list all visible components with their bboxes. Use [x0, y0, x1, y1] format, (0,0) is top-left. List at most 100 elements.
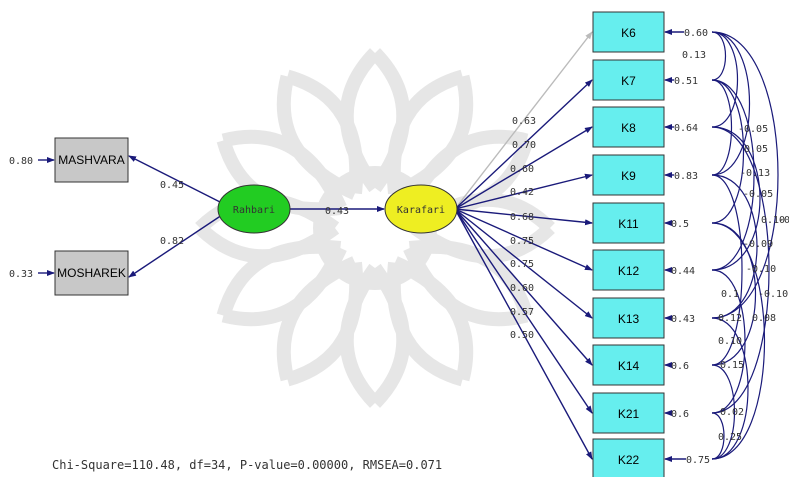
loading-k12: 0.75	[510, 236, 534, 247]
loading-path-k6	[454, 31, 593, 210]
covariance-value: -0.10	[746, 264, 776, 275]
error-k21: 0.6	[671, 409, 689, 420]
latent-karafari-ellipse	[384, 184, 458, 234]
loading-mosharek: 0.82	[160, 236, 184, 247]
indicator-k11-label: K11	[618, 217, 639, 231]
latent-karafari-label: Karafari	[397, 205, 445, 216]
nodes: Rahbari Karafari MASHVARA MOSHAREK K6K7K8K9K…	[54, 11, 665, 477]
error-mashvara: 0.80	[9, 156, 33, 167]
fit-statistics: Chi-Square=110.48, df=34, P-value=0.0000…	[52, 458, 443, 472]
indicator-k6-label: K6	[621, 26, 636, 40]
covariance-arc	[711, 222, 766, 460]
covariance-value: -0.05	[743, 189, 773, 200]
error-k13: 0.43	[671, 314, 695, 325]
indicator-mosharek-box	[54, 250, 129, 296]
indicator-mosharek-label: MOSHAREK	[57, 266, 126, 280]
loading-k9: 0.42	[510, 187, 534, 198]
covariance-value: 0.13	[682, 50, 706, 61]
covariance-value: -0.09	[743, 239, 773, 250]
covariance-arc	[711, 31, 779, 319]
latent-rahbari: Rahbari	[217, 184, 291, 234]
covariance-arc	[711, 364, 735, 460]
indicator-k11-box	[592, 202, 665, 244]
indicator-mashvara-box	[54, 137, 129, 183]
indicator-k14: K14	[592, 344, 665, 386]
error-k11: 0.5	[671, 219, 689, 230]
indicator-k13: K13	[592, 297, 665, 339]
indicator-k21: K21	[592, 392, 665, 434]
covariance-arc	[711, 126, 761, 271]
covariance-arc	[711, 79, 745, 224]
covariance-value: -0.10	[758, 289, 788, 300]
error-mosharek: 0.33	[9, 269, 33, 280]
indicator-k11: K11	[592, 202, 665, 244]
latent-rahbari-label: Rahbari	[233, 205, 275, 216]
covariance-arc	[711, 79, 755, 271]
indicator-k22-box	[592, 438, 665, 477]
covariance-arc	[711, 174, 743, 366]
indicator-k7: K7	[592, 59, 665, 101]
indicator-k14-label: K14	[618, 359, 640, 373]
coefficient-labels: 0.430.800.450.330.820.630.600.700.510.60…	[9, 28, 789, 466]
covariance-value: 0.25	[718, 432, 742, 443]
indicator-k12-box	[592, 249, 665, 291]
error-covariance-arcs	[711, 31, 779, 460]
covariance-arc	[711, 126, 770, 414]
indicator-k9-label: K9	[621, 169, 636, 183]
covariance-arc	[711, 31, 751, 176]
error-k22: 0.75	[686, 455, 710, 466]
loading-k6: 0.63	[512, 116, 536, 127]
loading-k21: 0.57	[510, 307, 534, 318]
covariance-arc	[711, 31, 738, 128]
indicator-k14-box	[592, 344, 665, 386]
loading-path-k12	[454, 208, 593, 271]
loading-path-k7	[454, 79, 593, 210]
covariance-arc	[711, 174, 758, 319]
loading-path-k21	[454, 208, 593, 414]
loading-path-mosharek	[128, 214, 223, 278]
indicator-k6: K6	[592, 11, 665, 53]
loading-k8: 0.60	[510, 164, 534, 175]
loading-k22: 0.50	[510, 330, 534, 341]
indicator-mashvara: MASHVARA	[54, 137, 129, 183]
indicator-k7-box	[592, 59, 665, 101]
error-k8: 0.64	[674, 123, 698, 134]
covariance-arc	[711, 79, 732, 176]
loading-path-mashvara	[128, 155, 223, 204]
covariance-arc	[711, 31, 727, 81]
covariance-arc	[711, 412, 725, 460]
latent-karafari: Karafari	[384, 184, 458, 234]
indicator-k6-box	[592, 11, 665, 53]
covariance-value: -0.13	[740, 168, 770, 179]
error-k6: 0.60	[684, 28, 708, 39]
covariance-value: 0.10	[761, 215, 785, 226]
covariance-value: 0.10	[718, 336, 742, 347]
indicator-k7-label: K7	[621, 74, 636, 88]
structural-coefficient: 0.43	[325, 206, 349, 217]
covariance-value: 0.1	[721, 289, 739, 300]
indicator-k21-box	[592, 392, 665, 434]
covariance-value: 0.12	[718, 313, 742, 324]
indicator-k9: K9	[592, 154, 665, 196]
error-k12: 0.44	[671, 266, 695, 277]
covariance-value: -0.05	[738, 124, 768, 135]
error-k14: 0.6	[671, 361, 689, 372]
error-k9: 0.83	[674, 171, 698, 182]
loading-mashvara: 0.45	[160, 180, 184, 191]
loading-k14: 0.60	[510, 283, 534, 294]
indicator-mosharek: MOSHAREK	[54, 250, 129, 296]
indicator-k22-label: K22	[618, 453, 640, 467]
loading-path-k22	[454, 208, 593, 460]
indicator-k13-box	[592, 297, 665, 339]
loading-k11: 0.68	[510, 212, 534, 223]
loading-path-k11	[454, 208, 593, 226]
indicator-k13-label: K13	[618, 312, 640, 326]
indicator-k12: K12	[592, 249, 665, 291]
indicator-k8: K8	[592, 106, 665, 148]
covariance-value: 0.15	[720, 360, 744, 371]
indicator-mashvara-label: MASHVARA	[58, 153, 124, 167]
paths	[38, 29, 686, 462]
covariance-arc	[711, 269, 746, 414]
latent-rahbari-ellipse	[217, 184, 291, 234]
loading-path-k8	[454, 126, 593, 210]
